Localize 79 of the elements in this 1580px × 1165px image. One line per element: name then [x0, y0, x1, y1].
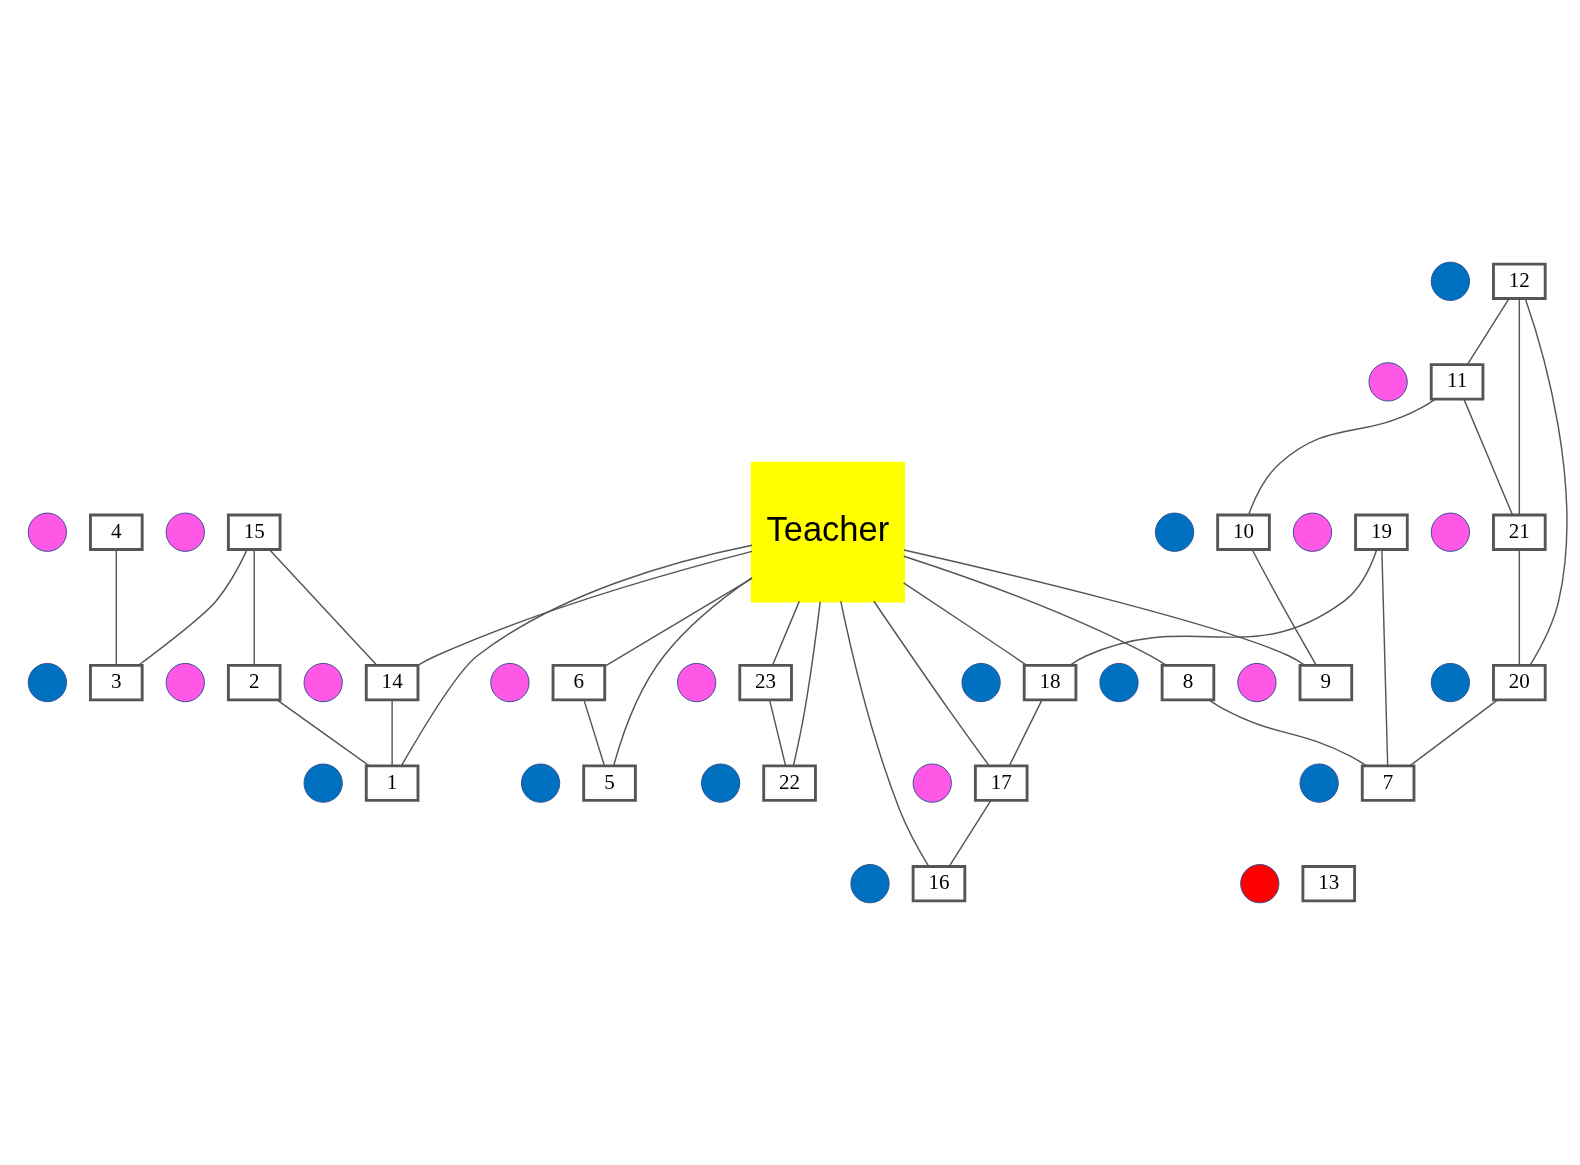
connector — [138, 548, 248, 666]
connector — [1247, 398, 1436, 516]
connector — [840, 600, 930, 867]
node-circle — [1430, 662, 1470, 703]
node-box: 16 — [911, 865, 967, 903]
node-circle — [912, 763, 952, 803]
connector — [1524, 298, 1568, 666]
node-circle — [1099, 662, 1139, 703]
node-box: 3 — [89, 663, 144, 702]
node-circle — [1237, 662, 1277, 703]
connector — [903, 555, 1167, 666]
connector — [400, 544, 753, 767]
node-box: 4 — [89, 513, 144, 551]
node-box: Teacher — [750, 461, 905, 603]
node-circle — [1299, 763, 1339, 803]
connector — [276, 699, 371, 767]
connector — [604, 577, 753, 667]
connector — [253, 549, 255, 666]
node-box: 8 — [1160, 663, 1216, 702]
connector — [771, 600, 801, 666]
node-box: 17 — [973, 764, 1029, 802]
node-circle — [1430, 261, 1470, 301]
node-box: 22 — [762, 764, 817, 802]
connector — [1409, 699, 1499, 767]
connector — [1008, 699, 1043, 767]
node-box: 23 — [738, 663, 793, 702]
node-circle — [520, 763, 561, 803]
connector — [1381, 548, 1389, 767]
node-box: 19 — [1354, 513, 1409, 551]
node-circle — [961, 662, 1001, 703]
node-box: 5 — [582, 764, 637, 802]
connector — [902, 582, 1028, 666]
node-box: 20 — [1492, 663, 1547, 702]
node-box: 21 — [1492, 513, 1547, 551]
connector — [115, 549, 118, 666]
node-circle — [1292, 512, 1333, 552]
node-circle — [1154, 512, 1195, 552]
connector — [1069, 548, 1378, 666]
connector — [1251, 549, 1317, 666]
node-box: 11 — [1429, 363, 1485, 401]
node-circle — [303, 662, 343, 703]
node-box: 12 — [1492, 262, 1547, 300]
node-box: 15 — [226, 513, 282, 551]
connector — [583, 699, 606, 767]
node-circle — [27, 512, 67, 552]
connector — [391, 699, 393, 767]
node-circle — [165, 662, 205, 703]
connector — [1463, 398, 1514, 516]
node-circle — [1368, 362, 1408, 402]
node-circle — [677, 662, 717, 703]
connector — [792, 600, 821, 767]
node-box: 13 — [1301, 865, 1357, 903]
node-box: 18 — [1022, 663, 1078, 702]
node-box: 6 — [551, 663, 607, 702]
connector — [1208, 699, 1367, 767]
node-box: 9 — [1298, 663, 1354, 702]
node-circle — [27, 662, 67, 703]
connector — [268, 549, 378, 666]
connector — [1518, 549, 1521, 666]
node-circle — [850, 864, 890, 904]
connector — [948, 799, 992, 868]
connector — [903, 549, 1306, 666]
node-circle — [165, 512, 205, 552]
node-box: 2 — [226, 663, 282, 702]
node-box: 7 — [1360, 764, 1416, 802]
node-circle — [1430, 512, 1470, 552]
connector — [768, 699, 787, 767]
node-box: 1 — [364, 764, 420, 802]
node-circle — [303, 763, 343, 803]
node-circle — [701, 763, 741, 803]
connector — [416, 550, 753, 666]
node-circle — [1240, 864, 1280, 904]
connector — [1466, 297, 1510, 366]
node-circle — [490, 662, 530, 703]
node-box: 14 — [364, 663, 420, 702]
connector — [1518, 297, 1521, 516]
node-box: 10 — [1216, 513, 1271, 551]
connector — [873, 600, 990, 767]
connector — [613, 576, 753, 767]
